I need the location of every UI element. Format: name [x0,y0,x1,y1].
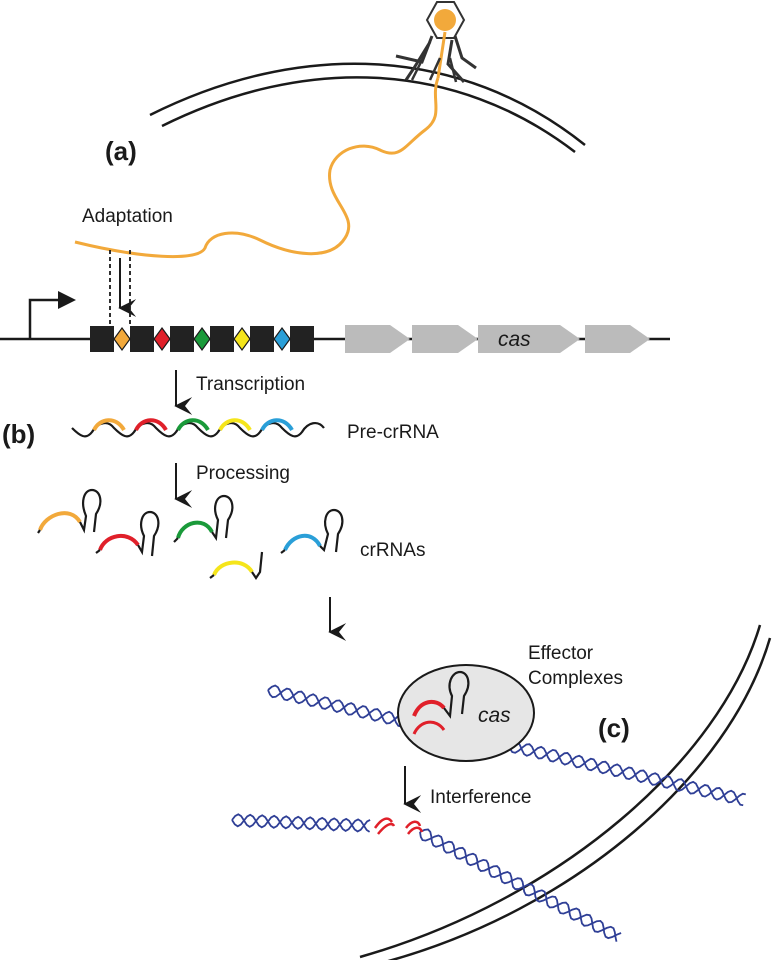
crrnas-label: crRNAs [360,540,425,561]
pre-crrna [71,418,325,438]
cleaved-dna-left-strand-2 [231,813,371,833]
cleaved-dna-right-strand-2 [419,828,618,942]
spacer-1 [113,326,131,352]
crrnas: crRNAs [37,488,425,580]
repeat-5 [250,326,274,352]
effector-label-line2: Complexes [528,668,623,689]
crrna-blue [280,508,344,554]
repeat-2 [130,326,154,352]
pre-crrna-spacer-3 [176,418,210,432]
crrna-green [173,494,234,543]
effector-label-line1: Effector [528,643,594,664]
adaptation-label: Adaptation [82,206,173,227]
repeat-4 [210,326,234,352]
pre-crrna-spacer-2 [134,418,168,432]
cas-genes: cas [345,325,650,353]
crispr-locus: cas [0,291,670,353]
promoter-arrow [28,298,62,339]
repeat-1 [90,326,114,352]
pre-crrna-spacer-4 [218,418,252,432]
pre-crrna-backbone [71,422,325,438]
repeat-3 [170,326,194,352]
pre-crrna-spacer-5 [260,418,294,432]
cas-gene-label: cas [498,328,531,351]
cleaved-end-right [405,820,424,835]
spacer-2 [153,326,171,352]
cas-gene-1 [345,325,410,353]
cas-gene-2 [412,325,478,353]
host-membrane-top [149,62,586,153]
panel-label-b: (b) [2,419,35,449]
crrna-red [95,510,160,557]
cleaved-dna-left-strand-1 [231,813,371,833]
promoter-arrowhead [58,291,76,309]
bacteriophage [395,1,477,83]
pre-crrna-spacer-1 [92,418,126,432]
cas-gene-3 [478,325,580,353]
panel-label-a: (a) [105,136,137,166]
spacer-3 [193,326,211,352]
crrna-yellow [209,551,264,580]
cleaved-dna-right-strand-1 [419,831,622,940]
interference-label: Interference [430,787,531,808]
crrna-orange [37,488,102,534]
transcription-label: Transcription [196,374,305,395]
crispr-array [90,326,314,352]
effector-complex: cas [397,664,535,762]
cas-gene-4 [585,325,650,353]
spacer-4 [233,326,251,352]
processing-label: Processing [196,463,290,484]
panel-label-c: (c) [598,713,630,743]
host-membrane-bottom [359,624,772,960]
cleaved-dna [231,813,622,942]
cleaved-end-left [373,817,396,835]
phage-head [434,9,456,31]
effector-complex-body [397,664,535,762]
cas-complex-label: cas [478,704,511,727]
pre-crrna-label: Pre-crRNA [347,422,439,443]
spacer-5 [273,326,291,352]
phage-dna-strand [74,77,440,259]
repeat-6 [290,326,314,352]
